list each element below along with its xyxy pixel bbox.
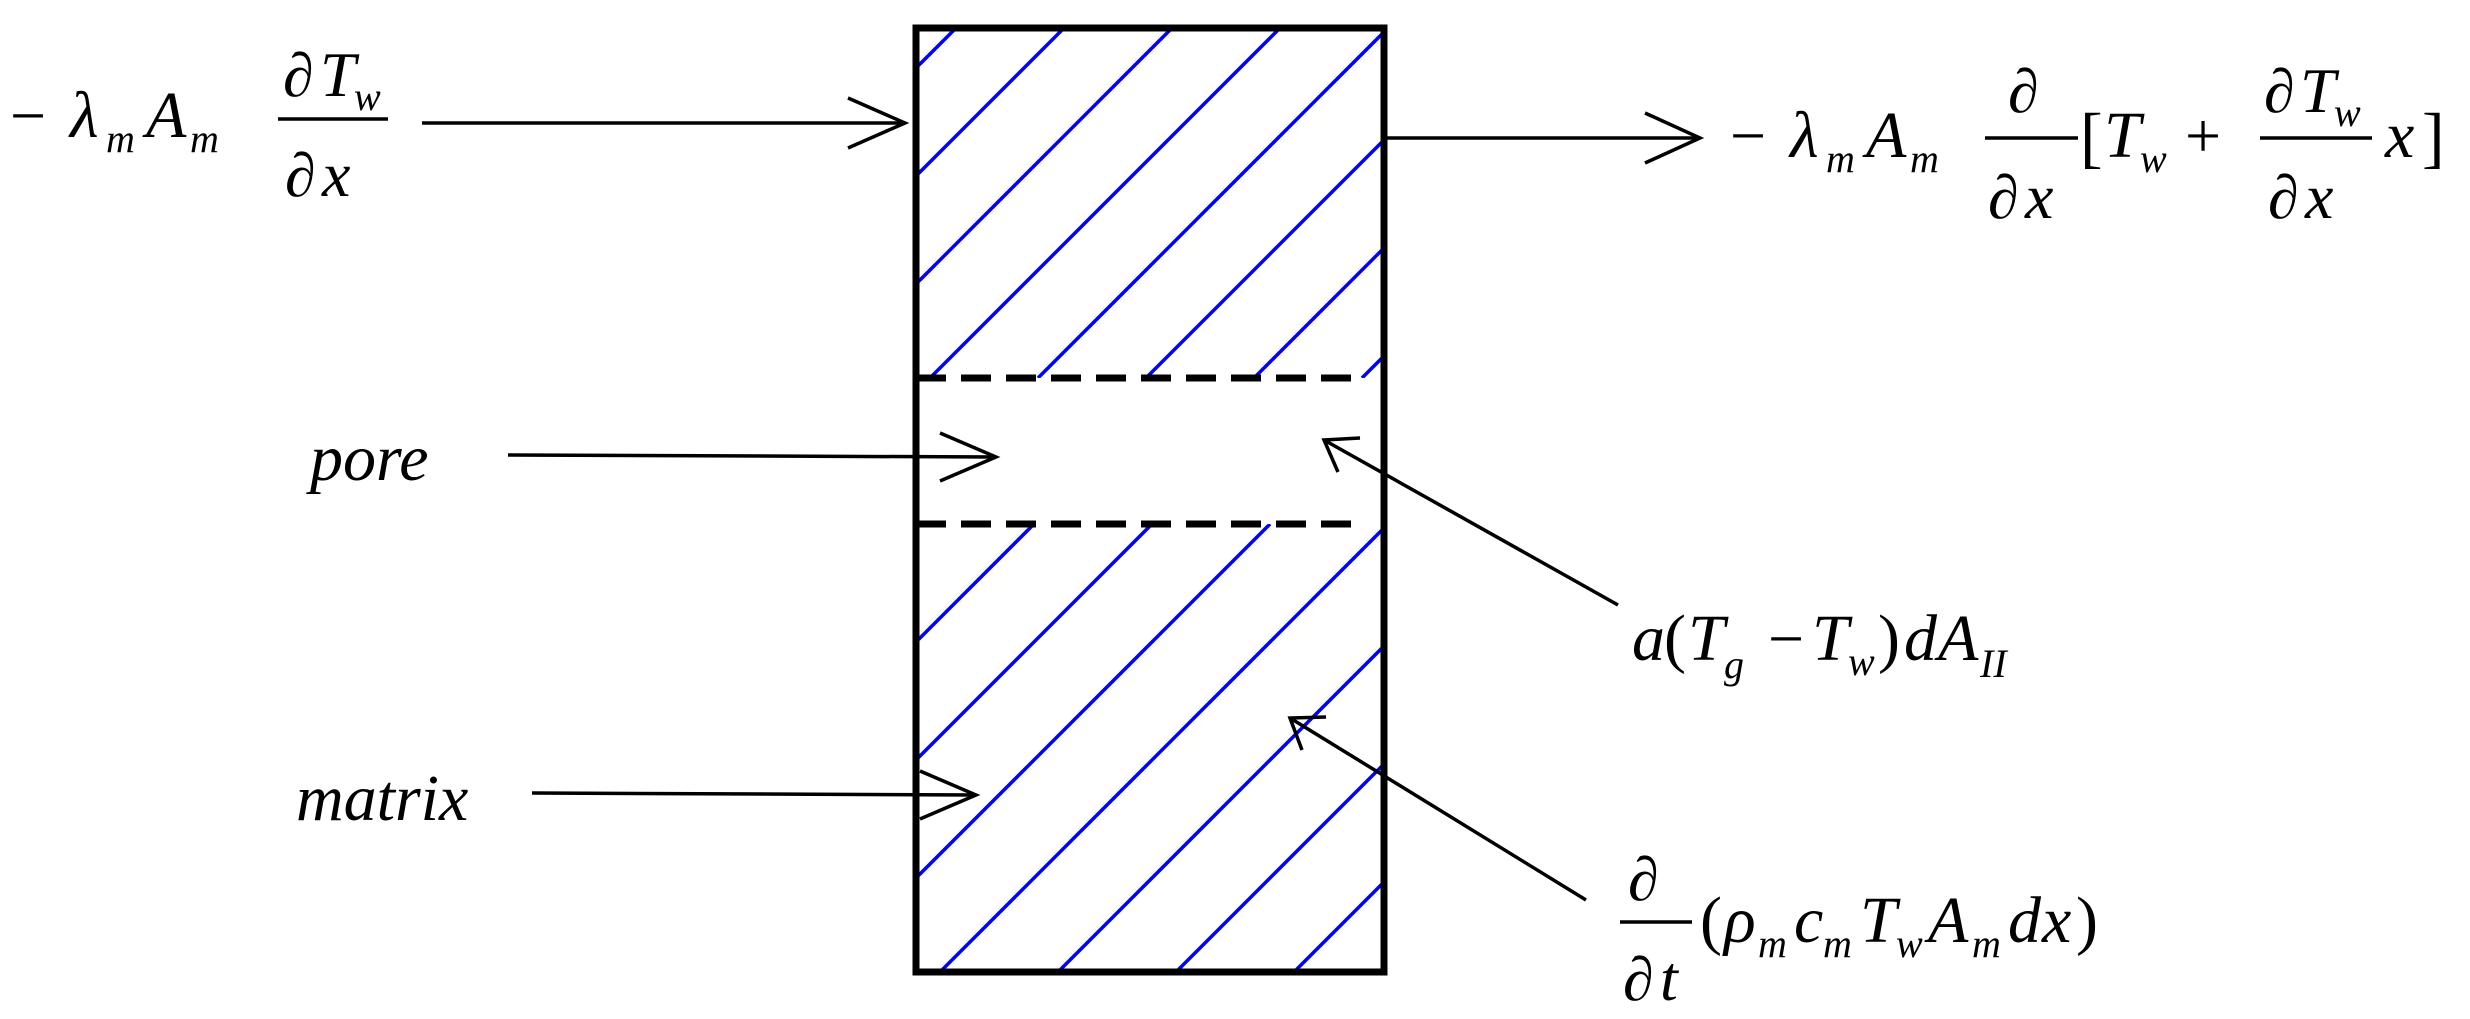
svg-text:x: x [321,139,350,210]
svg-text:m: m [1826,136,1855,181]
svg-text:λ: λ [1788,99,1819,172]
hatch-line [928,28,1282,378]
hatch-line [916,524,918,527]
hatch-line [916,524,1272,881]
hatch-line [1056,643,1384,972]
svg-text:]: ] [2422,99,2445,175]
svg-text:ρ: ρ [1722,884,1756,957]
svg-text:a: a [1632,602,1665,675]
hatch-line [1252,245,1384,378]
hatch-line [1174,761,1384,972]
svg-text:T: T [1860,884,1901,957]
svg-text:−: − [10,80,46,151]
control-volume-box [912,24,1388,976]
matrix-label: matrix [296,762,468,835]
svg-text:∂: ∂ [1628,846,1659,914]
heat-in-arrow [422,96,910,150]
hatch-line [1360,353,1384,378]
svg-text:d: d [1904,602,1938,675]
svg-text:−: − [1730,100,1766,171]
equation-heat-in: − λ m A m ∂ T w ∂ x [10,39,388,210]
storage-arrow [1287,715,1587,902]
equation-convection: a ( T g − T w ) d A II [1632,602,2008,687]
hatch-line [1144,137,1384,378]
svg-text:m: m [1758,921,1787,966]
svg-text:x: x [2024,161,2053,232]
pore-label: pore [306,422,429,495]
svg-text:T: T [2300,55,2340,126]
svg-text:m: m [1910,136,1939,181]
hatch-line [916,524,1154,763]
svg-text:c: c [1794,884,1823,957]
svg-text:T: T [1688,602,1729,675]
svg-text:∂: ∂ [285,142,316,210]
svg-text:A: A [142,79,187,152]
svg-text:(: ( [1700,884,1722,957]
svg-text:λ: λ [68,79,99,152]
hatch-line [916,28,958,71]
svg-text:∂: ∂ [1623,946,1654,1014]
hatch-line [916,28,1174,287]
svg-text:∂: ∂ [1988,164,2019,232]
svg-text:(: ( [1664,602,1686,675]
svg-text:m: m [1823,921,1852,966]
svg-text:w: w [354,74,381,119]
svg-text:[: [ [2080,99,2103,175]
svg-text:II: II [1979,641,2008,686]
matrix-arrow [531,769,981,821]
hatch-line [938,525,1384,972]
svg-text:w: w [2334,90,2361,135]
svg-text:T: T [320,39,360,110]
heat-out-arrow [1386,111,1705,165]
svg-text:A: A [1924,884,1969,957]
matrix-hatch-bottom [916,524,2214,972]
svg-text:g: g [1724,642,1744,687]
equation-storage: ∂ ∂ t ( ρ m c m T w A m d x ) [1620,846,2098,1014]
svg-text:x: x [2384,99,2414,172]
svg-text:w: w [1896,921,1923,966]
svg-text:∂: ∂ [2264,58,2295,126]
pore-arrow [507,431,1001,483]
svg-text:): ) [2076,884,2098,957]
svg-text:d: d [2008,884,2042,957]
svg-text:m: m [190,116,219,161]
equation-heat-out: − λ m A m ∂ ∂ x [ T w + ∂ T w ∂ x x ] [1730,55,2445,232]
svg-text:x: x [2041,884,2071,957]
svg-text:): ) [1878,602,1900,675]
matrix-hatch-top [916,28,2036,378]
hatch-line [1036,29,1384,378]
hatch-line [1292,879,1384,972]
svg-text:m: m [106,116,135,161]
svg-text:A: A [1862,99,1907,172]
svg-text:w: w [2140,136,2167,181]
hatch-line [1686,28,2036,378]
svg-text:∂: ∂ [2268,164,2299,232]
hatch-line [916,28,1066,179]
svg-text:−: − [1768,603,1804,674]
svg-text:w: w [1848,639,1875,684]
svg-text:∂: ∂ [283,42,314,110]
convection-arrow [1321,436,1619,607]
svg-text:T: T [2104,99,2145,172]
hatch-line [916,524,1036,645]
svg-text:T: T [1812,602,1853,675]
svg-text:+: + [2185,100,2221,171]
svg-text:A: A [1934,602,1979,675]
hatch-line [1470,28,1820,378]
svg-text:m: m [1972,921,2001,966]
svg-text:∂: ∂ [2008,58,2039,126]
hatch-line [1766,524,2214,972]
svg-text:x: x [2304,161,2333,232]
hatch-line [1578,28,1928,378]
svg-text:t: t [1660,943,1680,1014]
